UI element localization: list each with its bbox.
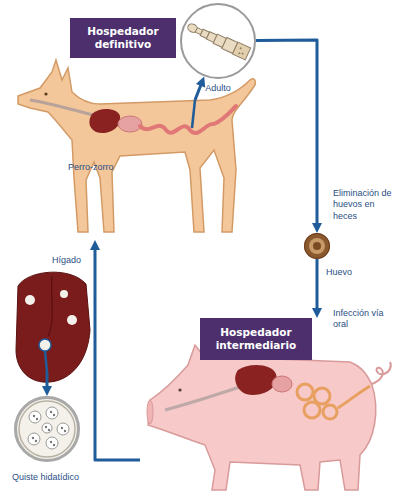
host-name: Perro-zorro <box>68 162 114 173</box>
stage-circle: Adulto <box>180 3 256 79</box>
worm-eggs <box>241 52 244 55</box>
cycle-arrow <box>42 372 52 396</box>
circle-outline <box>16 398 79 461</box>
protoscolex <box>48 429 50 431</box>
dog-eye <box>44 92 47 95</box>
circle-outline <box>304 233 330 259</box>
organ-node: Hígado <box>14 272 90 372</box>
egg-inner <box>309 238 325 254</box>
liver-lobe <box>48 276 52 336</box>
liver-cyst <box>67 315 77 325</box>
stage-label: Huevo <box>326 267 352 278</box>
dog-liver <box>89 109 120 133</box>
pig-snout <box>147 400 153 424</box>
adult-circle-fill <box>181 3 255 77</box>
leader-line <box>45 351 47 372</box>
host-node: Hospedador intermediario <box>140 318 398 494</box>
arrow-line <box>256 40 317 226</box>
stage-label: Adulto <box>180 83 256 94</box>
protoscolices <box>32 411 66 446</box>
protoscolex <box>36 418 38 420</box>
arrow-head <box>90 240 100 250</box>
stage-label: Quiste hidatídico <box>12 472 79 483</box>
brood-capsule <box>42 423 52 433</box>
cycle-arrow <box>195 76 205 100</box>
arrow-line <box>195 83 202 100</box>
brood-capsule <box>46 407 58 419</box>
protoscolex <box>50 411 52 413</box>
brood-capsule <box>28 433 40 445</box>
circle-outline <box>180 3 256 79</box>
intestine-coil <box>297 384 313 400</box>
protoscolex <box>50 441 52 443</box>
arrow-head <box>312 223 322 233</box>
pig-stomach <box>272 376 292 392</box>
dog-intestine <box>140 106 236 133</box>
host-label: Hospedador definitivo <box>70 18 176 58</box>
edge-label: Infección vía oral <box>333 308 395 331</box>
protoscolex <box>32 437 34 439</box>
host-node: Hospedador definitivoPerro-zorro <box>12 100 252 240</box>
worm-segment <box>232 42 250 60</box>
adult-worm <box>185 20 250 60</box>
pig-liver <box>235 365 276 395</box>
intestine-tube <box>338 386 370 408</box>
protoscolex <box>64 430 66 432</box>
protoscolex <box>33 415 35 417</box>
brood-capsules <box>28 407 69 449</box>
pig-body <box>148 345 376 490</box>
circle-outline <box>181 4 255 78</box>
worm-eggs <box>238 52 241 55</box>
leader-line <box>192 100 195 128</box>
dog-stomach <box>118 116 142 132</box>
intestine-coil <box>304 402 320 418</box>
egg-core <box>313 242 321 250</box>
liver-cyst <box>25 295 35 305</box>
cyst-wall <box>19 401 75 457</box>
pig-intestine <box>297 384 370 419</box>
brood-capsule <box>46 437 58 449</box>
cycle-arrow <box>256 40 322 233</box>
liver-cyst <box>60 290 68 298</box>
host-label: Hospedador intermediario <box>200 318 312 360</box>
protoscolex <box>53 414 55 416</box>
brood-capsule <box>57 423 69 435</box>
arrow-head <box>312 308 322 318</box>
worm-eggs <box>239 47 242 50</box>
arrow-head <box>42 386 52 396</box>
organ-label: Hígado <box>52 255 81 266</box>
circle-outline <box>14 396 80 462</box>
protoscolex <box>61 427 63 429</box>
protoscolex <box>45 426 47 428</box>
brood-capsule <box>29 411 41 423</box>
cyst-circle: Quiste hidatídico <box>14 396 80 462</box>
liver-cyst <box>39 339 51 351</box>
arrow-line <box>95 247 140 460</box>
dog-body <box>18 60 255 232</box>
cycle-arrow <box>312 259 322 318</box>
pig-eye <box>178 388 181 391</box>
intestine-coil <box>323 405 337 419</box>
cycle-arrow <box>90 240 140 460</box>
liver <box>16 272 90 382</box>
arrow-head <box>196 76 205 87</box>
egg-shell <box>304 233 330 259</box>
circle-outline <box>305 234 330 259</box>
cyst-fill <box>14 396 80 462</box>
protoscolex <box>35 440 37 442</box>
arrow-line <box>316 259 319 311</box>
protoscolex <box>53 444 55 446</box>
edge-label: Eliminación de huevos en heces <box>333 188 397 222</box>
egg-node: Huevo <box>304 233 330 259</box>
pig-tail <box>372 362 391 384</box>
arrow-line <box>46 372 49 389</box>
